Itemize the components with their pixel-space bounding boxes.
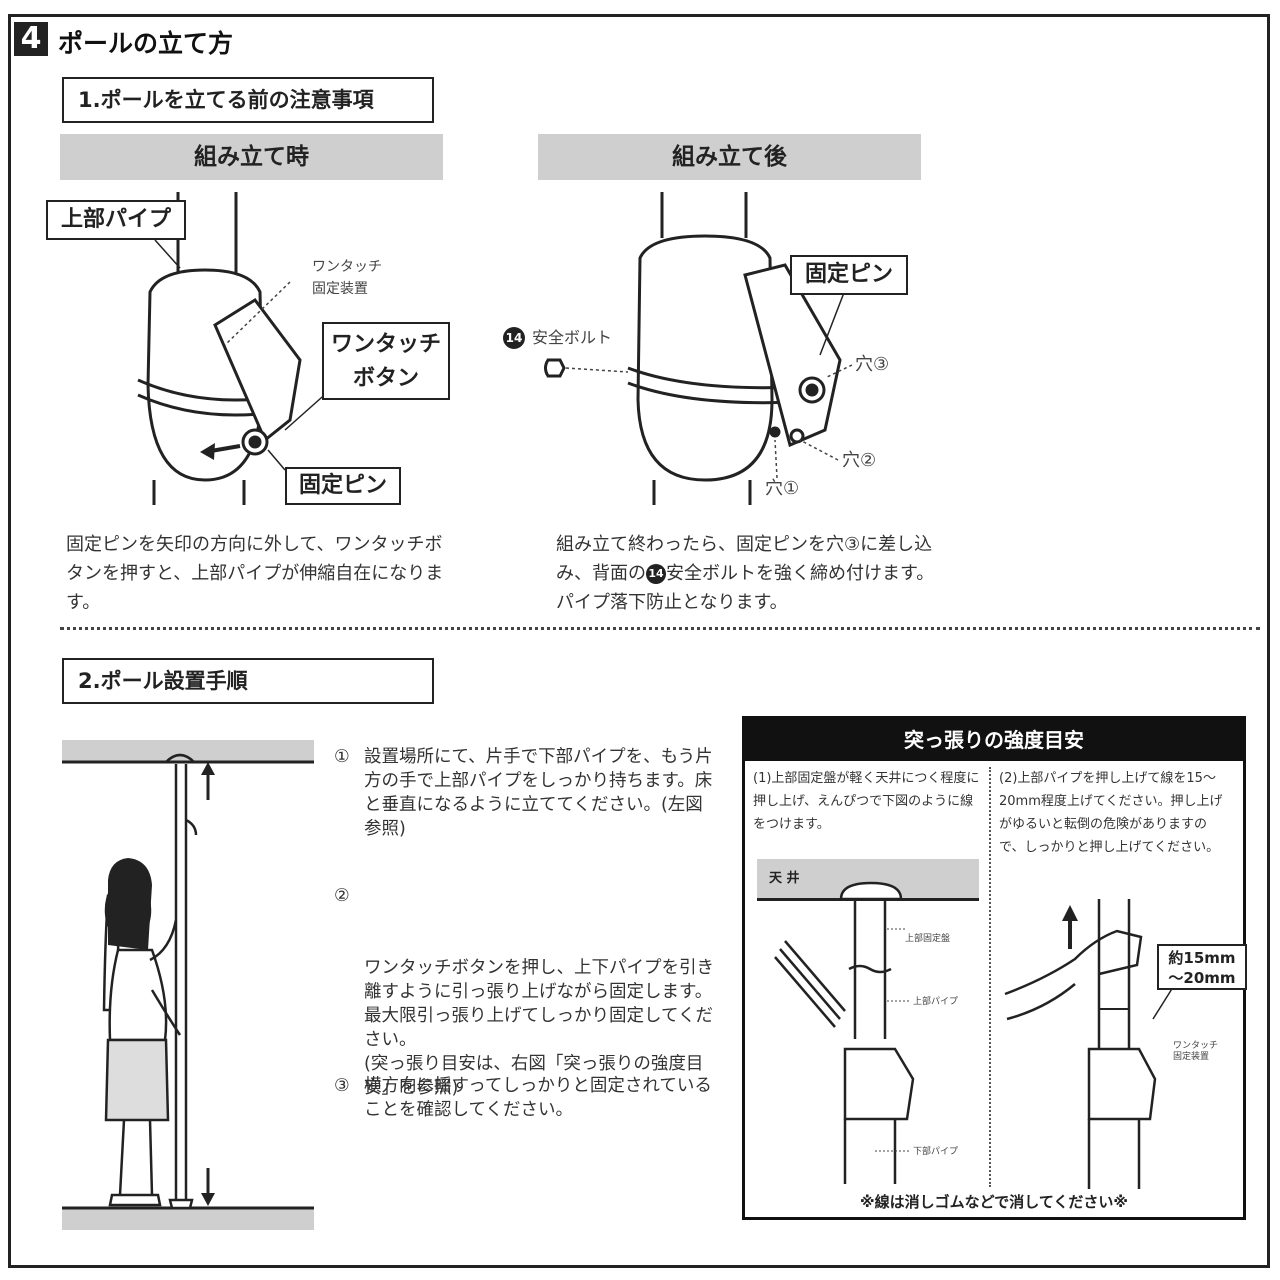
guide-step-2-text: (2)上部パイプを押し上げて線を15～20mm程度上げてください。押し上げがゆる… [999, 771, 1223, 855]
install-step-1: ① 設置場所にて、片手で下部パイプを、もう片方の手で上部パイプをしっかり持ちます… [334, 745, 714, 841]
section-number-badge: 4 [14, 22, 48, 56]
guide-measure-label: 約15mm ～20mm [1157, 944, 1247, 990]
part-number-badge: 14 [503, 327, 525, 349]
label-hole-1: 穴① [765, 478, 800, 499]
label-safety-bolt: 安全ボルト [532, 328, 613, 347]
device-illustration-after [544, 192, 853, 505]
guide-column-divider [989, 767, 991, 1187]
section-title: ポールの立て方 [58, 29, 234, 58]
guide-illustration-1 [774, 881, 915, 1184]
guide-label-device: ワンタッチ 固定装置 [1173, 1041, 1219, 1062]
device-illustration-before [137, 192, 331, 505]
tension-guide-title: 突っ張りの強度目安 [745, 719, 1243, 761]
bar-assembled: 組み立て後 [538, 134, 921, 180]
guide-footer-note: ※線は消しゴムなどで消してください※ [860, 1193, 1128, 1211]
label-hole-3: 穴③ [855, 354, 890, 375]
section-divider [60, 627, 1260, 630]
install-step-3: ③ 横方向に揺すってしっかりと固定されていることを確認してください。 [334, 1074, 714, 1122]
guide-illustration-2 [1004, 899, 1176, 1189]
guide-label-upper-pipe: 上部パイプ [913, 997, 959, 1007]
label-fixing-pin-left: 固定ピン [285, 467, 401, 505]
step-number: ③ [334, 1076, 350, 1096]
label-upper-pipe: 上部パイプ [46, 200, 186, 240]
label-hole-2: 穴② [842, 450, 877, 471]
step-text: 横方向に揺すってしっかりと固定されていることを確認してください。 [364, 1076, 712, 1120]
label-fixing-pin-right: 固定ピン [790, 255, 908, 295]
description-before: 固定ピンを矢印の方向に外して、ワンタッチボタンを押すと、上部パイプが伸縮自在にな… [66, 534, 444, 613]
step-text: ワンタッチボタンを押し、上下パイプを引き離すように引っ張り上げながら固定します。… [364, 958, 714, 1098]
installation-illustration [62, 740, 314, 1230]
install-step-2: ② ワンタッチボタンを押し、上下パイプを引き離すように引っ張り上げながら固定しま… [334, 884, 714, 1124]
description-after-part1: 組み立て終わったら、固定ピンを穴③に差し込み、背面の [556, 534, 933, 584]
description-after-part2: 安全ボルトを強く締め付けます。パイプ落下防止となります。 [556, 563, 935, 613]
bar-assembling: 組み立て時 [60, 134, 443, 180]
guide-ceiling-label: 天 井 [769, 871, 800, 886]
part2-heading: 2.ポール設置手順 [62, 658, 434, 704]
guide-label-top-plate: 上部固定盤 [905, 934, 951, 944]
tension-guide-box: 突っ張りの強度目安 (1)上部固定盤が軽く天井につく程度に押し上げ、えんぴつで下… [742, 716, 1247, 1220]
page-frame [8, 14, 1270, 1268]
part1-heading: 1.ポールを立てる前の注意事項 [62, 77, 434, 123]
part-number-badge-inline: 14 [646, 564, 666, 584]
step-text: 設置場所にて、片手で下部パイプを、もう片方の手で上部パイプをしっかり持ちます。床… [364, 747, 713, 839]
label-onetouch-button: ワンタッチ ボタン [322, 322, 450, 400]
label-onetouch-device: ワンタッチ 固定装置 [312, 259, 382, 297]
guide-label-lower-pipe: 下部パイプ [913, 1147, 959, 1157]
guide-step-1-text: (1)上部固定盤が軽く天井につく程度に押し上げ、えんぴつで下図のように線をつけま… [753, 771, 980, 832]
step-number: ① [334, 747, 350, 767]
step-number: ② [334, 886, 350, 906]
